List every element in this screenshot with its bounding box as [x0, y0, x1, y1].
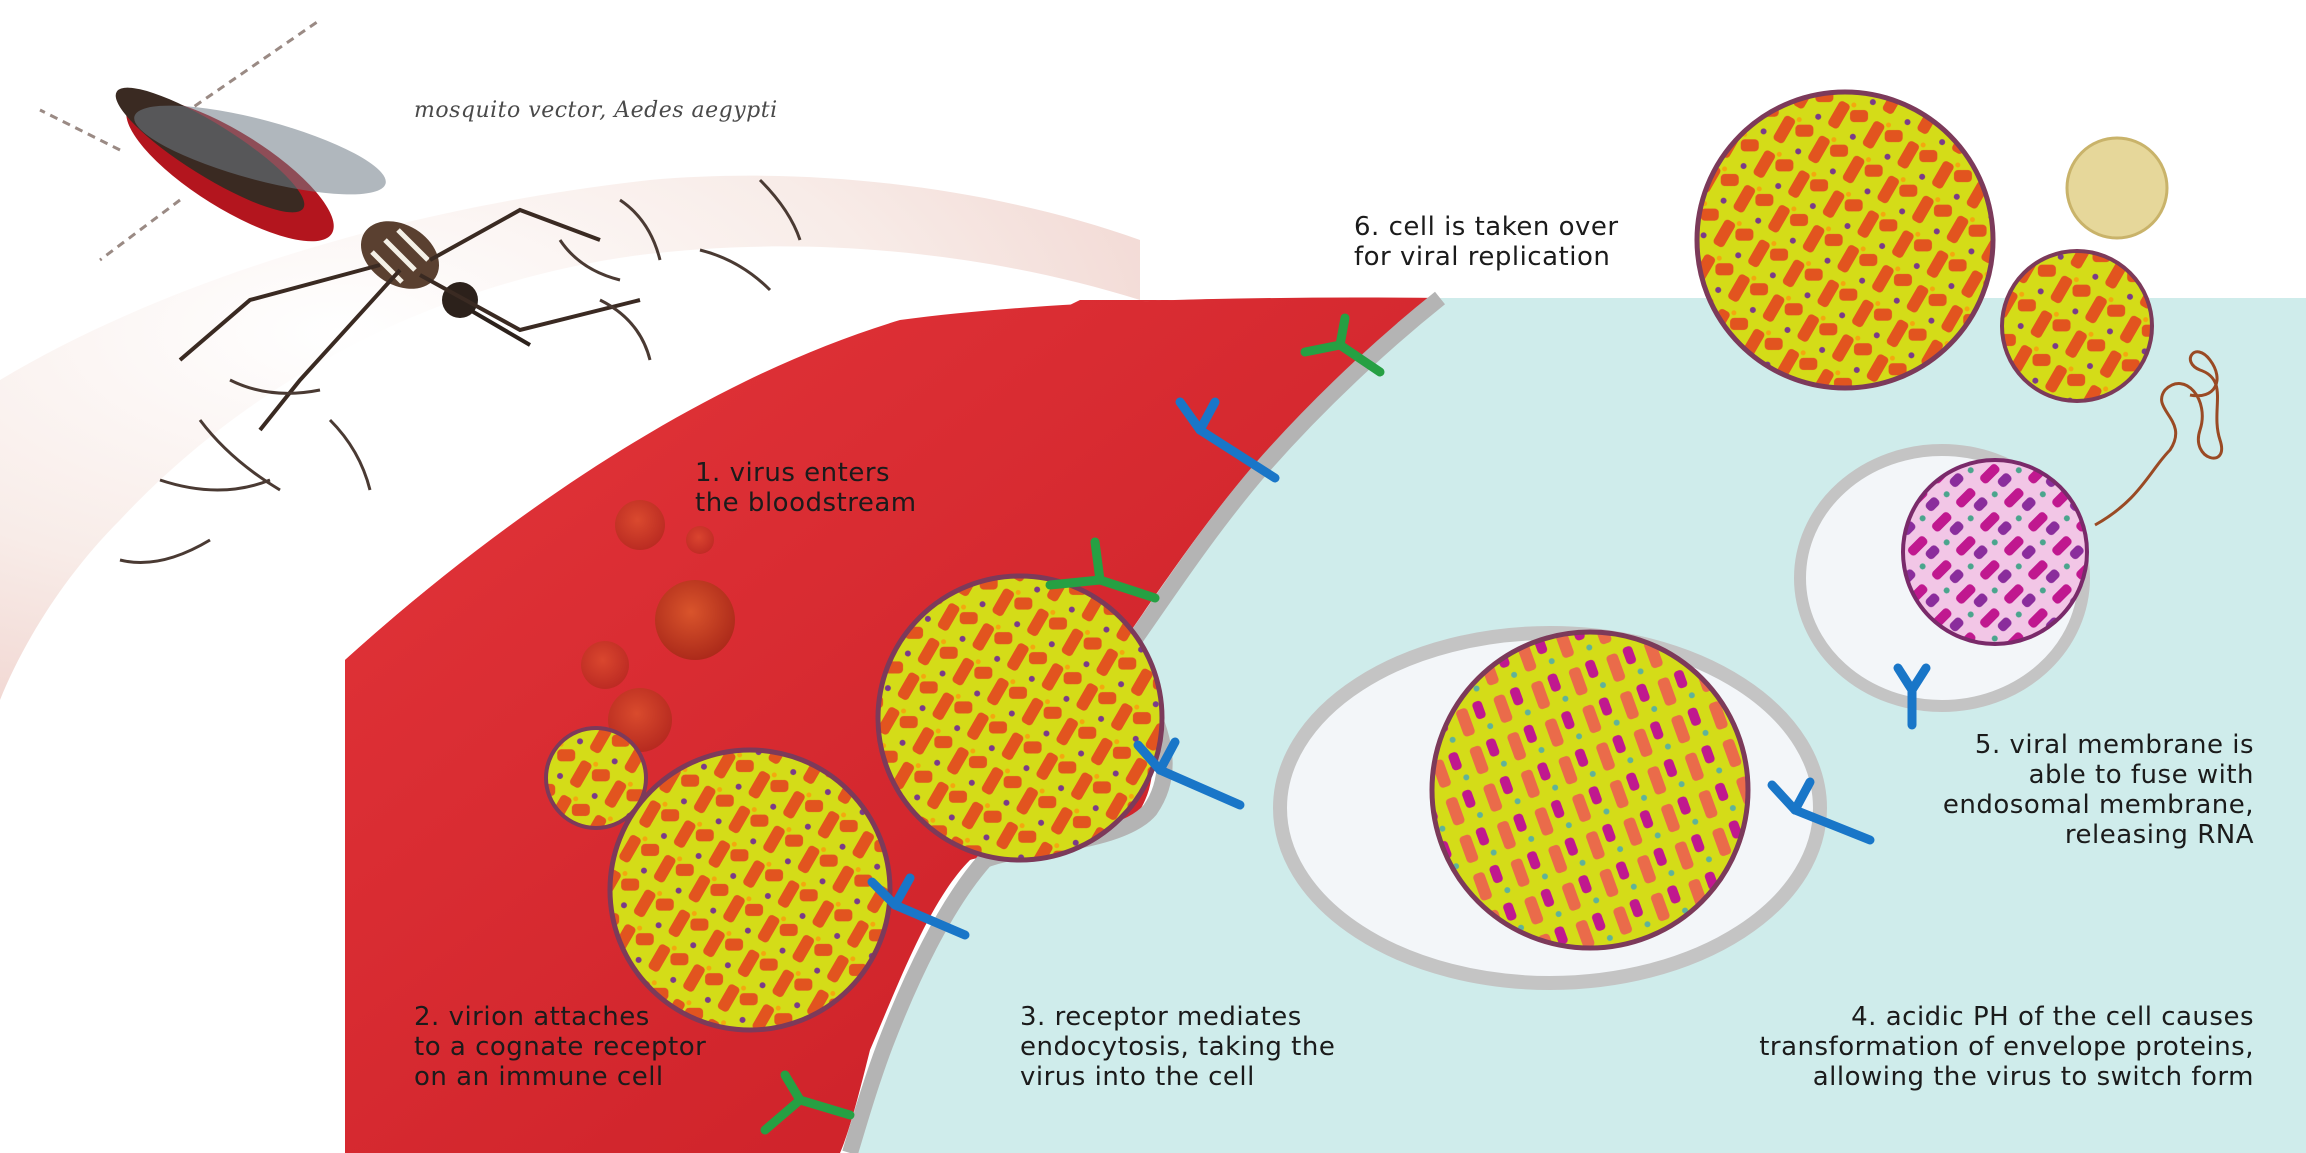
virion-icon: [878, 576, 1162, 860]
step6-caption: 6. cell is taken over for viral replicat…: [1354, 212, 1619, 272]
step5-line-4: releasing RNA: [1943, 820, 2254, 850]
virion-icon: [1697, 92, 1993, 388]
step5-line-2: able to fuse with: [1943, 760, 2254, 790]
step1-caption: 1. virus enters the bloodstream: [695, 458, 917, 518]
step5-line-1: 5. viral membrane is: [1943, 730, 2254, 760]
step3-line-1: 3. receptor mediates: [1020, 1002, 1335, 1032]
step4-line-3: allowing the virus to switch form: [1759, 1062, 2254, 1092]
step3-line-2: endocytosis, taking the: [1020, 1032, 1335, 1062]
step1-line-2: the bloodstream: [695, 488, 917, 518]
step6-line-1: 6. cell is taken over: [1354, 212, 1619, 242]
mosquito-label-text: mosquito vector, Aedes aegypti: [414, 96, 778, 126]
step3-caption: 3. receptor mediates endocytosis, taking…: [1020, 1002, 1335, 1092]
step4-line-2: transformation of envelope proteins,: [1759, 1032, 2254, 1062]
step5-caption: 5. viral membrane is able to fuse with e…: [1943, 730, 2254, 850]
virion-icon: [610, 750, 890, 1030]
endosome-icon: [1280, 632, 1820, 983]
step2-line-1: 2. virion attaches: [414, 1002, 706, 1032]
endosome-icon: [1800, 450, 2087, 706]
step4-caption: 4. acidic PH of the cell causes transfor…: [1759, 1002, 2254, 1092]
step3-line-3: virus into the cell: [1020, 1062, 1335, 1092]
step4-line-1: 4. acidic PH of the cell causes: [1759, 1002, 2254, 1032]
virion-icon: [2002, 251, 2152, 401]
mosquito-label: mosquito vector, Aedes aegypti: [414, 96, 778, 126]
step2-caption: 2. virion attaches to a cognate receptor…: [414, 1002, 706, 1092]
step1-line-1: 1. virus enters: [695, 458, 917, 488]
step2-line-3: on an immune cell: [414, 1062, 706, 1092]
step5-line-3: endosomal membrane,: [1943, 790, 2254, 820]
virion-icon: [2067, 138, 2167, 238]
step2-line-2: to a cognate receptor: [414, 1032, 706, 1062]
step6-line-2: for viral replication: [1354, 242, 1619, 272]
